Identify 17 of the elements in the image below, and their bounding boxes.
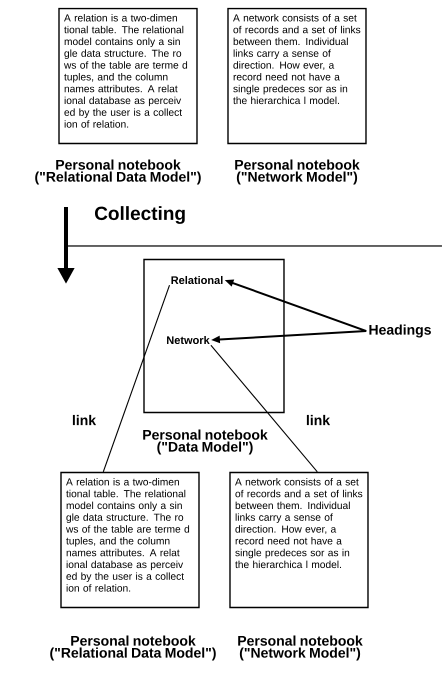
heading-text: Network (167, 336, 210, 344)
notebook-caption: Personal notebook ("Relational Data Model") (35, 159, 201, 185)
text-box: A network consists of a set of records and a set of links between them. Individual links carry a sense of direction. How ever, a record need not have a single predeces sor as in the hierarchica l model. (227, 8, 367, 144)
heading-text: Relational (171, 276, 222, 284)
edge-label: link (306, 414, 330, 426)
section-heading: Collecting (94, 206, 185, 224)
link-line (102, 285, 170, 472)
edge-label: link (72, 414, 96, 426)
notebook-caption: Personal notebook ("Relational Data Model") (50, 635, 216, 661)
notebook-caption: Personal notebook ("Data Model") (143, 429, 268, 455)
text-box: A network consists of a set of records and a set of links between them. Individual links carry a sense of direction. How ever, a record need not have a single predeces sor as in the hierarchica l model. (229, 472, 369, 608)
link-line (210, 344, 318, 472)
text-box: A relation is a two-dimen tional table. The relational model contains only a sin gle data structure. The ro ws of the table are terme d tuples, and the column names attributes. A relat ional database as perceiv ed by the user is a collect ion of relation. (60, 472, 200, 608)
callout-text: Headings (369, 324, 431, 338)
notebook-caption: Personal notebook ("Network Model") (238, 635, 363, 661)
text-box: A relation is a two-dimen tional table. The relational model contains only a sin gle data structure. The ro ws of the table are terme d tuples, and the column names attributes. A relat ional database as perceiv ed by the user is a collect ion of relation. (58, 8, 198, 144)
notebook-caption: Personal notebook ("Network Model") (235, 159, 360, 185)
